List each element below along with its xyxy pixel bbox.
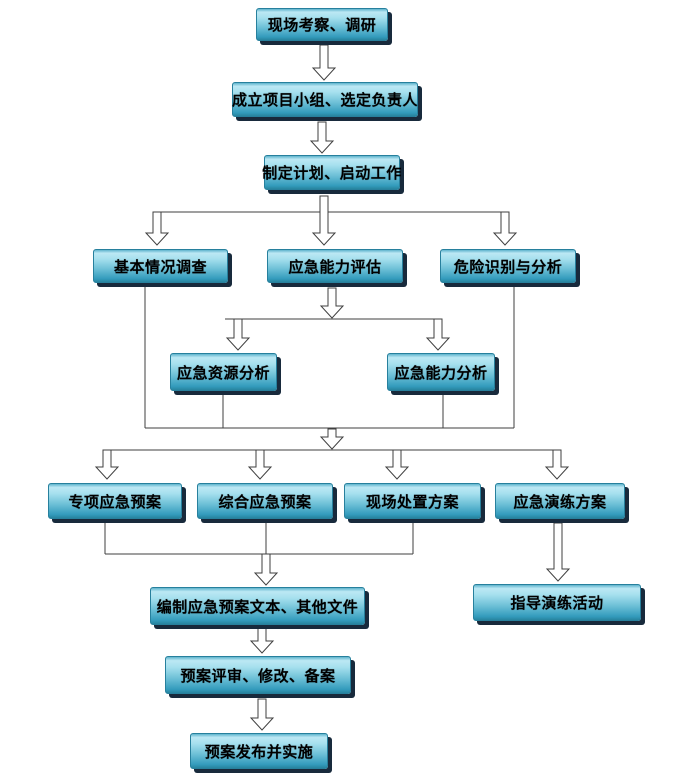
arrow-down-icon [319, 428, 345, 450]
arrow-down-icon [94, 449, 120, 480]
arrow-down-icon [247, 449, 273, 480]
node-review-revise-file: 预案评审、修改、备案 [165, 656, 351, 694]
node-label: 基本情况调查 [113, 258, 207, 276]
node-label: 危险识别与分析 [453, 258, 563, 276]
arrow-down-icon [311, 44, 337, 81]
node-label: 成立项目小组、选定负责人 [232, 92, 419, 109]
arrow-down-icon [249, 698, 275, 731]
node-label: 现场处置方案 [365, 493, 459, 511]
flow-arrows [94, 44, 571, 731]
node-label: 综合应急预案 [218, 493, 312, 511]
arrow-down-icon [545, 522, 571, 582]
arrow-down-icon [544, 449, 570, 480]
arrow-down-icon [253, 553, 279, 586]
connector-lines [104, 211, 560, 555]
node-label: 应急能力评估 [288, 258, 382, 276]
node-hazard-identification: 危险识别与分析 [440, 249, 576, 283]
node-site-survey: 现场考察、调研 [256, 8, 388, 41]
node-comprehensive-plan: 综合应急预案 [197, 483, 333, 519]
node-label: 制定计划、启动工作 [262, 165, 402, 182]
arrow-down-icon [492, 211, 518, 246]
node-label: 预案发布并实施 [204, 743, 314, 761]
node-label: 预案评审、修改、备案 [180, 667, 336, 685]
node-compile-documents: 编制应急预案文本、其他文件 [150, 587, 365, 625]
node-guide-drill: 指导演练活动 [473, 584, 641, 621]
arrow-down-icon [144, 211, 170, 246]
node-label: 现场考察、调研 [267, 17, 377, 34]
node-make-plan: 制定计划、启动工作 [262, 155, 402, 190]
arrow-down-icon [425, 318, 451, 351]
arrow-down-icon [384, 449, 410, 480]
node-label: 应急资源分析 [176, 364, 270, 382]
node-label: 专项应急预案 [68, 493, 162, 511]
node-label: 指导演练活动 [510, 595, 604, 612]
node-resource-analysis: 应急资源分析 [170, 353, 277, 391]
node-publish-implement: 预案发布并实施 [190, 733, 328, 769]
node-drill-plan: 应急演练方案 [495, 483, 625, 519]
arrow-down-icon [309, 121, 335, 154]
node-label: 应急能力分析 [394, 364, 488, 382]
node-form-team: 成立项目小组、选定负责人 [232, 82, 418, 117]
node-label: 应急演练方案 [513, 493, 607, 511]
arrow-down-icon [319, 287, 345, 319]
arrow-down-icon [225, 318, 251, 351]
node-onsite-disposal-plan: 现场处置方案 [344, 483, 481, 519]
arrow-down-icon [311, 195, 337, 246]
arrow-down-icon [249, 626, 275, 654]
node-capability-assessment: 应急能力评估 [267, 249, 403, 283]
node-capability-analysis: 应急能力分析 [387, 353, 495, 391]
node-label: 编制应急预案文本、其他文件 [156, 598, 359, 616]
node-basic-investigation: 基本情况调查 [93, 249, 228, 283]
node-special-plan: 专项应急预案 [48, 483, 182, 519]
